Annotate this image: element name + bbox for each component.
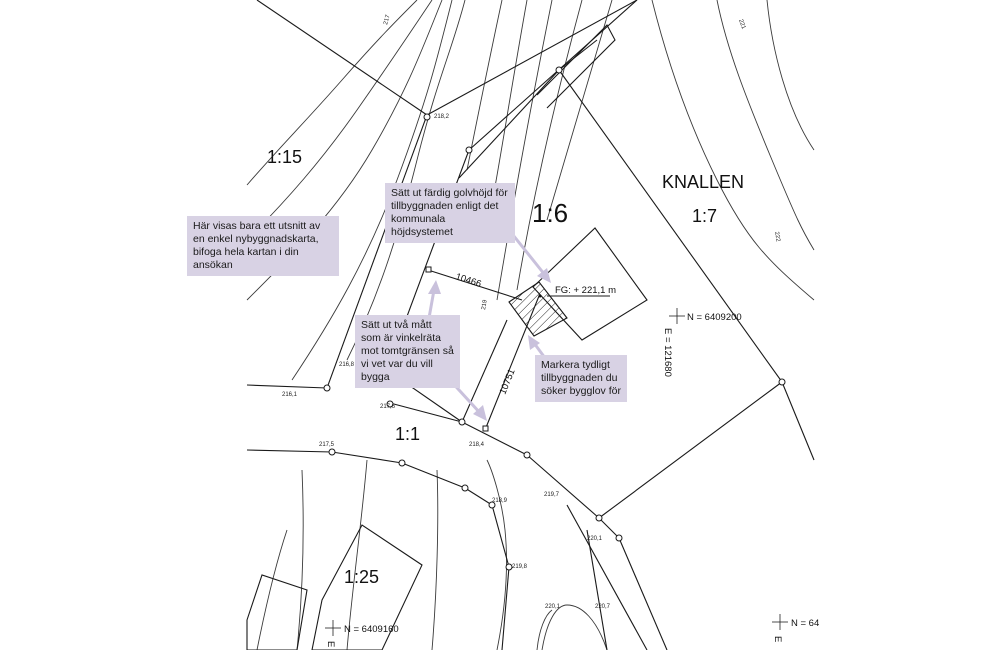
scale-label-1-25: 1:25 [344, 567, 379, 587]
scale-label-1-7: 1:7 [692, 206, 717, 226]
floor-height-label: FG: + 221,1 m [555, 285, 616, 296]
coordinate-crosses [325, 308, 788, 636]
svg-text:218,4: 218,4 [469, 442, 485, 448]
callout-measurements: Sätt ut två mått som är vinkelräta mot t… [355, 315, 460, 388]
svg-text:221: 221 [737, 19, 746, 31]
scale-label-1-15: 1:15 [267, 147, 302, 167]
svg-text:220,1: 220,1 [587, 536, 603, 542]
coordinate-n-bottom: N = 6409160 [344, 624, 399, 635]
spot-heights: 218,2 216,8 216,1 217,6 217,5 218,4 218,… [282, 114, 611, 610]
map-sheet: 1:15 1:6 KNALLEN 1:7 1:1 1:25 FG: + 221,… [246, 0, 819, 650]
svg-text:218,2: 218,2 [434, 114, 450, 120]
svg-text:219,7: 219,7 [544, 492, 560, 498]
svg-text:220,7: 220,7 [595, 604, 611, 610]
svg-text:219,8: 219,8 [512, 564, 528, 570]
coordinate-n-bottom-right: N = 64 [791, 618, 819, 629]
scale-label-1-6: 1:6 [532, 198, 568, 228]
contour-labels: 217 221 222 219 [383, 14, 781, 311]
coordinate-e-bottom-right: E [772, 636, 783, 642]
svg-text:217: 217 [383, 14, 392, 26]
svg-text:219: 219 [481, 299, 489, 311]
coordinate-e-bottom: E [325, 641, 336, 647]
svg-text:222: 222 [773, 231, 781, 243]
distance-label-1: 10466 [454, 271, 483, 290]
callout-floor-height: Sätt ut färdig golvhöjd för tillbyggnade… [385, 183, 515, 243]
map-drawing: 1:15 1:6 KNALLEN 1:7 1:1 1:25 FG: + 221,… [246, 0, 819, 650]
coordinate-e-right: E = 121680 [662, 328, 673, 377]
svg-text:217,6: 217,6 [380, 404, 396, 410]
svg-text:217,5: 217,5 [319, 442, 335, 448]
distance-label-2: 10751 [498, 368, 518, 397]
callout-mark-extension: Markera tydligt tillbyggnaden du söker b… [535, 355, 627, 402]
callout-excerpt-note: Här visas bara ett utsnitt av en enkel n… [187, 216, 339, 276]
svg-text:218,9: 218,9 [492, 498, 508, 504]
property-lines [246, 0, 815, 650]
area-name: KNALLEN [662, 172, 744, 192]
svg-text:220,1: 220,1 [545, 604, 561, 610]
svg-text:216,8: 216,8 [339, 362, 355, 368]
coordinate-n-right: N = 6409200 [687, 312, 742, 323]
scale-label-1-1: 1:1 [395, 424, 420, 444]
svg-text:216,1: 216,1 [282, 392, 298, 398]
